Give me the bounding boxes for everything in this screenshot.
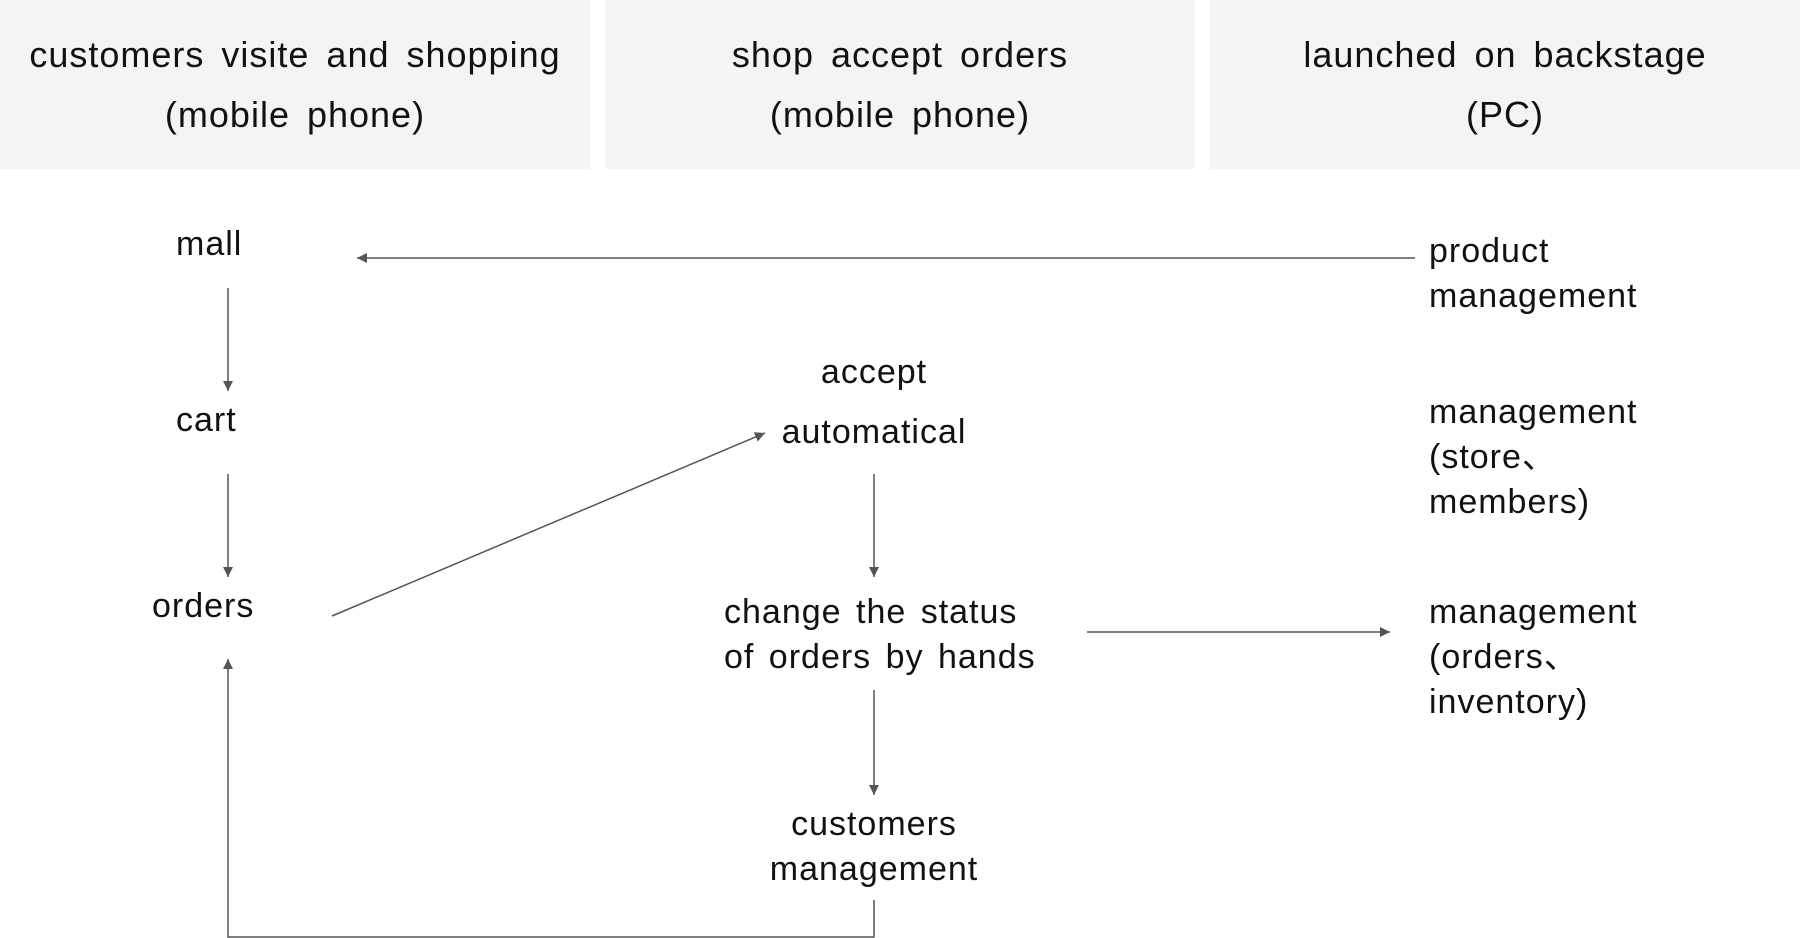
- lane-subtitle: (mobile phone): [769, 93, 1031, 135]
- node-label-line: product: [1429, 232, 1550, 270]
- lane-title: shop accept orders: [731, 33, 1069, 75]
- node-cart: cart: [176, 398, 237, 443]
- node-label: mall: [176, 225, 243, 263]
- lane-subtitle: (mobile phone): [164, 93, 426, 135]
- lane-title: customers visite and shopping: [29, 33, 561, 75]
- node-label-line: inventory): [1429, 683, 1589, 721]
- node-label-line: automatical: [781, 413, 967, 451]
- lane-header-shop: shop accept orders (mobile phone): [605, 0, 1195, 169]
- node-label-line: change the status: [724, 593, 1018, 631]
- lane-header-customers: customers visite and shopping (mobile ph…: [0, 0, 590, 169]
- node-change-status: change the status of orders by hands: [724, 590, 1036, 680]
- node-label-line: of orders by hands: [724, 638, 1036, 676]
- node-label-line: accept: [820, 353, 928, 391]
- node-label-line: management: [1429, 393, 1638, 431]
- node-label-line: management: [769, 850, 979, 888]
- lane-header-backstage: launched on backstage (PC): [1210, 0, 1800, 169]
- node-store-members-management: management (store、 members): [1429, 390, 1637, 525]
- edge-orders-to-accept: [331, 432, 766, 617]
- node-orders-inventory-management: management (orders、 inventory): [1429, 590, 1637, 725]
- node-accept-automatical: accept automatical: [754, 342, 994, 462]
- node-orders: orders: [152, 584, 254, 629]
- lane-subtitle: (PC): [1466, 93, 1544, 135]
- node-label-line: management: [1429, 593, 1638, 631]
- node-mall: mall: [176, 222, 242, 267]
- node-label-line: customers: [791, 805, 957, 843]
- edge-customers-to-orders: [223, 659, 875, 938]
- node-product-management: product management: [1429, 229, 1637, 319]
- node-label: orders: [152, 587, 255, 625]
- node-label: cart: [176, 401, 237, 439]
- node-label-line: (store、: [1429, 438, 1557, 476]
- node-label-line: members): [1429, 483, 1591, 521]
- node-label-line: management: [1429, 277, 1638, 315]
- lane-title: launched on backstage: [1303, 33, 1707, 75]
- node-label-line: (orders、: [1429, 638, 1579, 676]
- node-customers-management: customers management: [754, 802, 994, 892]
